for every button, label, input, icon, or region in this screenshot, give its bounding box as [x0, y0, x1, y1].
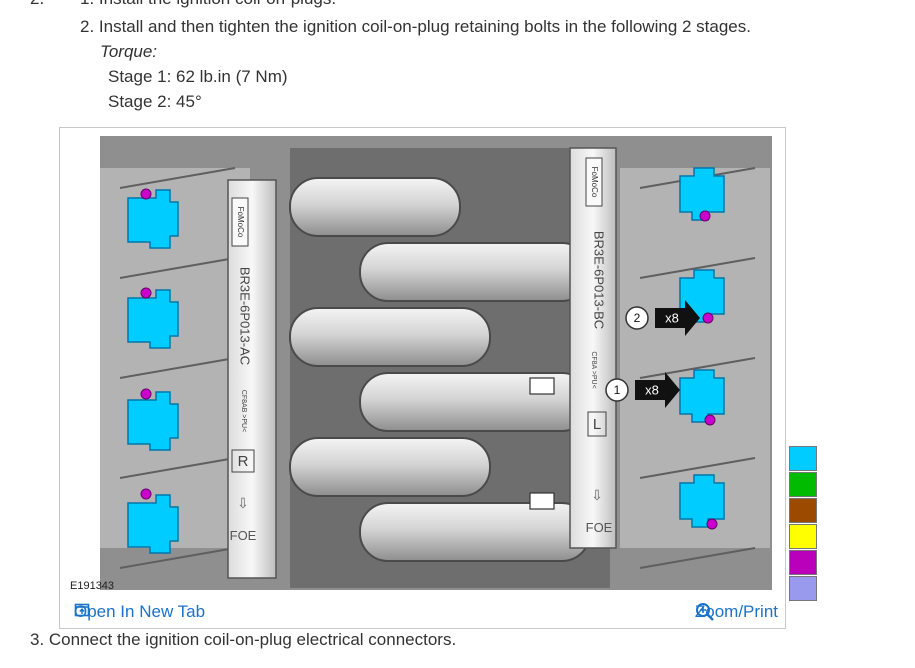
fuel-rail-right: FoMoCo BR3E-6P013-BC CF8A >PU< L ⇩ FOE	[569, 147, 617, 549]
stage-1-spec: Stage 1: 62 lb.in (7 Nm)	[108, 67, 288, 86]
callout-1-number: 1	[614, 383, 621, 397]
previous-step-number: 2.	[30, 0, 44, 9]
zoom-print-label: Zoom/Print	[694, 602, 778, 621]
legend-swatch	[789, 550, 817, 575]
left-rail-letter: R	[238, 453, 249, 470]
callout-2: 2 x8	[625, 300, 700, 336]
callout-1-qty: x8	[645, 382, 659, 397]
legend-swatch	[789, 446, 817, 471]
previous-step-text: 1. Install the ignition coil-on-plugs.	[80, 0, 336, 9]
left-rail-code: CF8AB >PU<	[240, 390, 247, 432]
legend-swatch	[789, 472, 817, 497]
callout-2-number: 2	[634, 311, 641, 325]
legend-swatch	[789, 576, 817, 601]
left-rail-part-number: BR3E-6P013-AC	[238, 267, 253, 365]
procedure-figure: FoMoCo BR3E-6P013-AC CF8AB >PU< R ⇩ FOE …	[59, 127, 786, 629]
right-rail-code: CF8A >PU<	[590, 351, 597, 388]
figure-id: E191343	[70, 580, 115, 592]
svg-text:⇩: ⇩	[591, 487, 603, 503]
legend-swatch	[789, 524, 817, 549]
open-in-new-tab-link[interactable]: Open In New Tab	[74, 602, 205, 622]
intake-runners	[289, 177, 591, 562]
callout-1: 1 x8	[605, 372, 680, 408]
coils-left	[127, 189, 179, 554]
right-rail-letter: L	[593, 416, 601, 433]
stage-2-spec: Stage 2: 45°	[108, 92, 202, 111]
zoom-print-link[interactable]: Zoom/Print	[695, 602, 778, 622]
bolts-left	[140, 188, 152, 500]
legend-swatch	[789, 498, 817, 523]
right-rail-brand: FoMoCo	[590, 167, 599, 198]
svg-text:⇩: ⇩	[237, 495, 249, 511]
left-rail-brand: FoMoCo	[236, 207, 245, 238]
open-in-new-tab-label: Open In New Tab	[74, 602, 206, 621]
engine-illustration: FoMoCo BR3E-6P013-AC CF8AB >PU< R ⇩ FOE …	[100, 136, 772, 590]
callout-2-qty: x8	[665, 310, 679, 325]
zoom-magnifier-icon	[695, 603, 714, 621]
left-rail-foe: FOE	[230, 528, 257, 543]
torque-label: Torque:	[100, 42, 158, 61]
bolts-right	[699, 210, 718, 530]
fuel-rail-left: FoMoCo BR3E-6P013-AC CF8AB >PU< R ⇩ FOE	[227, 179, 277, 579]
step-3-text: 3. Connect the ignition coil-on-plug ele…	[30, 630, 457, 649]
right-rail-foe: FOE	[586, 520, 613, 535]
open-in-new-tab-icon	[74, 603, 90, 617]
right-rail-part-number: BR3E-6P013-BC	[592, 231, 607, 329]
step-2-text: 2. Install and then tighten the ignition…	[80, 17, 751, 36]
